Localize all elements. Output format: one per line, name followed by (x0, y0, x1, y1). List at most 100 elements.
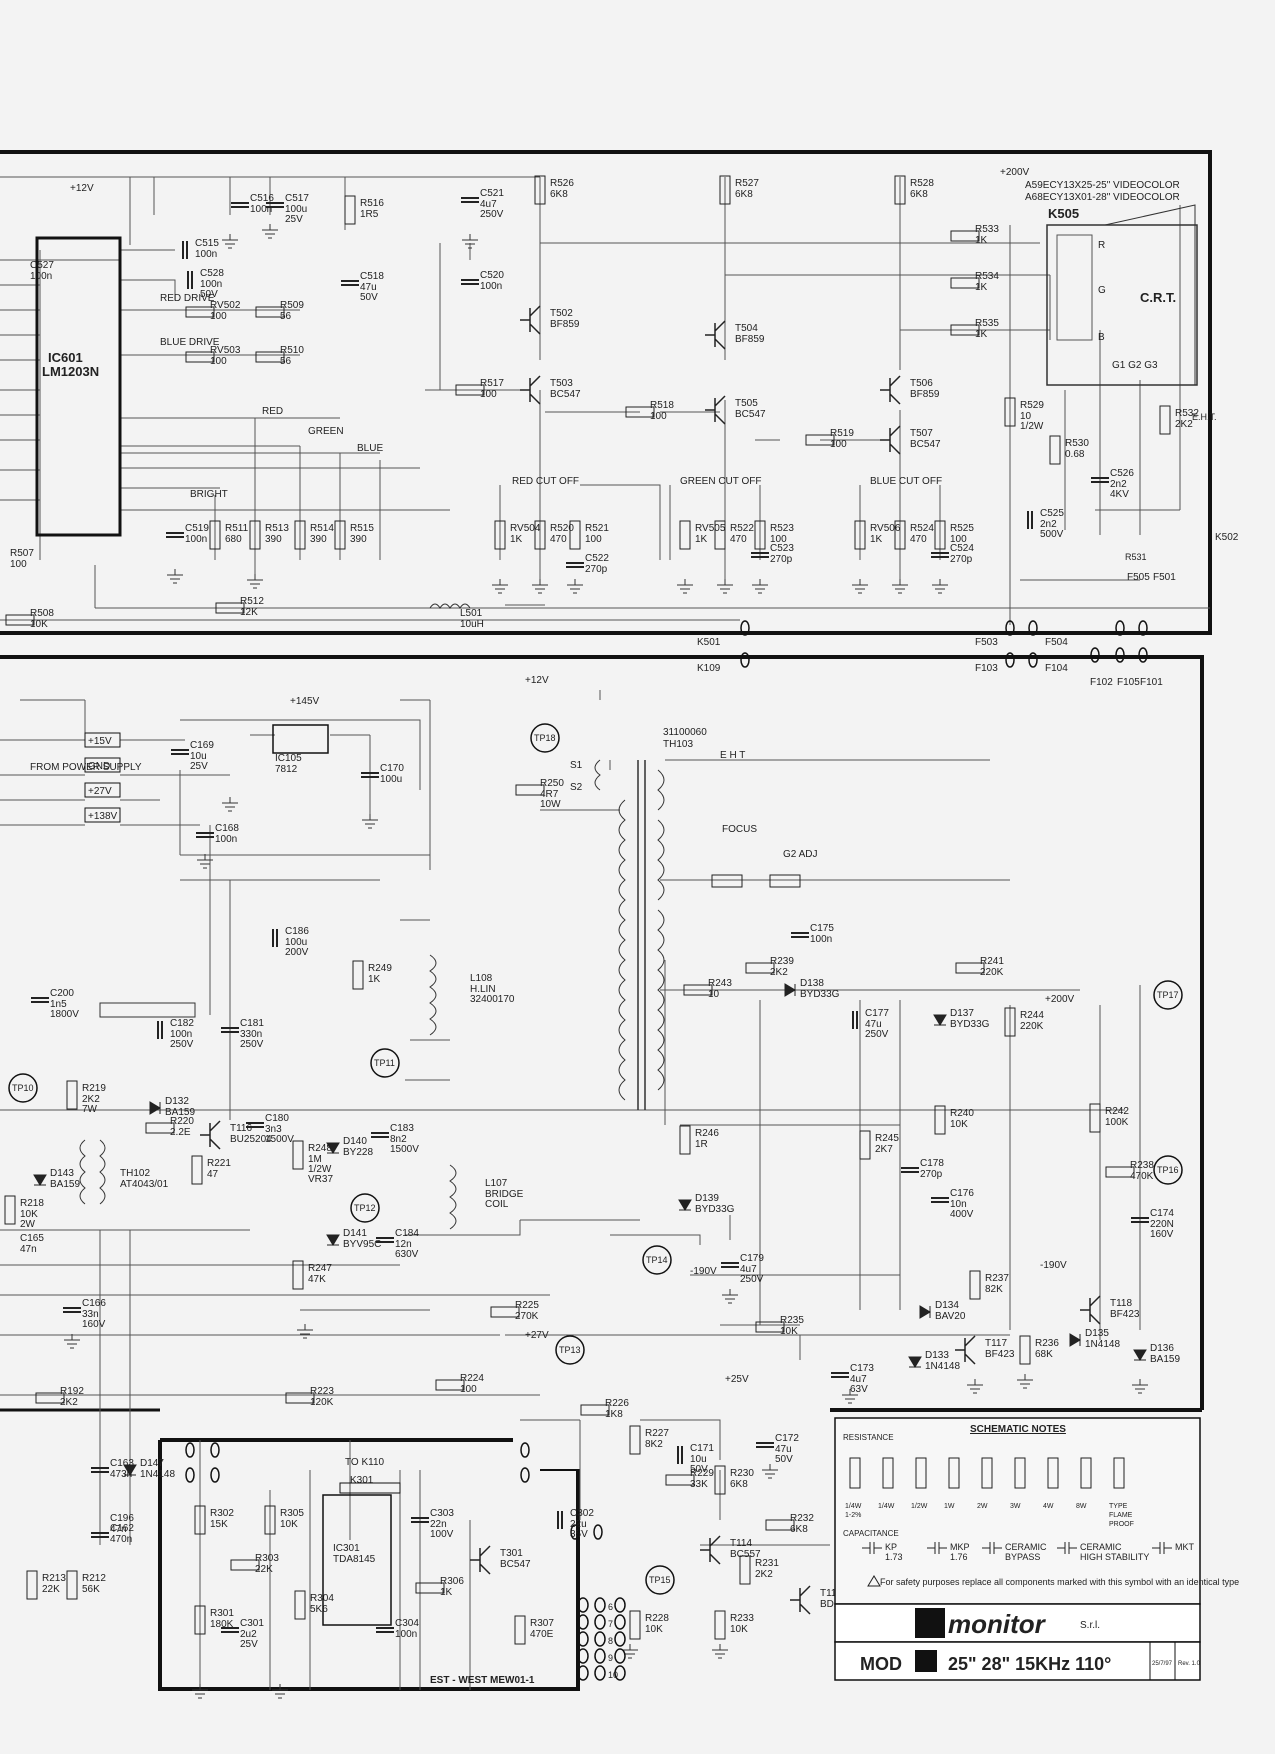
capacitor-c178 (901, 1167, 919, 1173)
label-val-r522: 470 (730, 534, 747, 545)
label-ref-c516: C516 (250, 193, 274, 204)
label-val-r516: 1R5 (360, 209, 379, 220)
label-val-r527: 6K8 (735, 189, 753, 200)
label-ref-d133: D133 (925, 1350, 949, 1361)
label-val-r517: 100 (480, 389, 497, 400)
test-point-label: TP16 (1157, 1165, 1179, 1175)
capacitor-c200 (31, 997, 49, 1003)
test-point-tp15 (645, 1565, 675, 1595)
note-cap-label: KP (885, 1542, 897, 1552)
capacitor-c528 (187, 271, 193, 289)
connector-f104: F104 (1045, 663, 1068, 674)
rail-neg190v-2: -190V (1040, 1260, 1067, 1271)
ground-symbol (272, 1684, 288, 1699)
connector-pin (614, 1665, 626, 1681)
label-val-c176: 400V (950, 1209, 974, 1220)
note-resistor-label: FLAME (1109, 1512, 1133, 1519)
label-val-c200: 1n5 (50, 999, 67, 1010)
resistor-r514 (294, 520, 306, 550)
label-ref-r522: R522 (730, 523, 754, 534)
power-input-box (84, 732, 121, 748)
label-ref-l501: L501 (460, 608, 483, 619)
label-ref-d132: D132 (165, 1096, 189, 1107)
capacitor-c170 (361, 772, 379, 778)
transistor-t114 (700, 1535, 721, 1565)
resistor-r233 (714, 1610, 726, 1640)
note-resistor-label: 2W (977, 1503, 988, 1510)
test-point-label: TP13 (559, 1345, 581, 1355)
label-ref-c166: C166 (82, 1298, 106, 1309)
label-ref-d135: D135 (1085, 1328, 1109, 1339)
label-val-c165: 47n (20, 1244, 37, 1255)
label-ref-c179: C179 (740, 1253, 764, 1264)
crt-label: C.R.T. (1140, 290, 1176, 305)
capacitor-c168 (196, 832, 214, 838)
label-val-t504: BF859 (735, 334, 765, 345)
label-val-c181: 330n (240, 1029, 262, 1040)
connector-pin (577, 1665, 589, 1681)
label-val-c162: 470n (110, 1534, 132, 1545)
rail-25v: +25V (725, 1374, 749, 1385)
label-ref-c301: C301 (240, 1618, 264, 1629)
connector-f101: F101 (1140, 677, 1163, 688)
label-ref-c196: C196 (110, 1513, 134, 1524)
label-val-d132: BA159 (165, 1107, 195, 1118)
test-point-tp10 (8, 1073, 38, 1103)
label-ref-c519: C519 (185, 523, 209, 534)
label-val-r248: 1/2W (308, 1164, 332, 1175)
resistor-r528 (894, 175, 906, 205)
ground-symbol (192, 1684, 208, 1699)
label-ref-c170: C170 (380, 763, 404, 774)
label-val-c177: 250V (865, 1029, 889, 1040)
label-val-r512: 12K (240, 607, 258, 618)
capacitor-c526 (1091, 477, 1109, 483)
resistor-r247 (292, 1260, 304, 1290)
connector-pin (614, 1597, 626, 1613)
label-ref-c527: C527 (30, 260, 54, 271)
diode-d133 (908, 1356, 922, 1368)
label-ref-r514: R514 (310, 523, 334, 534)
capacitor-c169 (171, 749, 189, 755)
label-val-c200: 1800V (50, 1009, 79, 1020)
label-val-r225: 270K (515, 1311, 539, 1322)
label-val-r519: 100 (830, 439, 847, 450)
label-ref-r230: R230 (730, 1468, 754, 1479)
note-capacitor-symbol (1057, 1542, 1077, 1554)
resistor-r510 (255, 351, 285, 363)
ground-symbol (717, 579, 733, 594)
ground-symbol (1017, 1374, 1033, 1389)
note-cap-label: 1.73 (885, 1552, 903, 1562)
label-ref-th102: TH102 (120, 1168, 150, 1179)
capacitor-c302 (557, 1511, 563, 1529)
resistor-r530 (1049, 435, 1061, 465)
rail-12v-label: +12V (70, 183, 94, 194)
label-val-c519: 100n (185, 534, 207, 545)
test-point-tp13 (555, 1335, 585, 1365)
connector-k109: K109 (697, 663, 721, 674)
label-val-r510: 56 (280, 356, 292, 367)
label-val-r301: 180K (210, 1619, 234, 1630)
label-val-r243: 10 (708, 989, 720, 1000)
label-ref-t117: T117 (985, 1338, 1007, 1349)
label-ref-rv506: RV506 (870, 523, 901, 534)
note-capacitor-symbol (1152, 1542, 1172, 1554)
connector-pin (594, 1597, 606, 1613)
connector-pin (210, 1442, 220, 1458)
label-ref-r250: R250 (540, 778, 564, 789)
diode-d132 (149, 1101, 161, 1115)
label-val-c180: 3n3 (265, 1124, 282, 1135)
label-ref-d138: D138 (800, 978, 824, 989)
ic601-part: LM1203N (42, 364, 99, 379)
label-val-d147: 1N4148 (140, 1469, 175, 1480)
label-ref-r521: R521 (585, 523, 609, 534)
capacitor-c517 (266, 202, 284, 208)
label-val-r526: 6K8 (550, 189, 568, 200)
power-input-box (84, 782, 121, 798)
note-capacitor-symbol (927, 1542, 947, 1554)
label-ref-r526: R526 (550, 178, 574, 189)
brand-suffix: S.r.l. (1080, 1620, 1100, 1631)
label-ref-r529: R529 (1020, 400, 1044, 411)
transistor-t301 (470, 1545, 491, 1575)
label-val-c303: 22n (430, 1519, 447, 1530)
label-ref-t504: T504 (735, 323, 758, 334)
